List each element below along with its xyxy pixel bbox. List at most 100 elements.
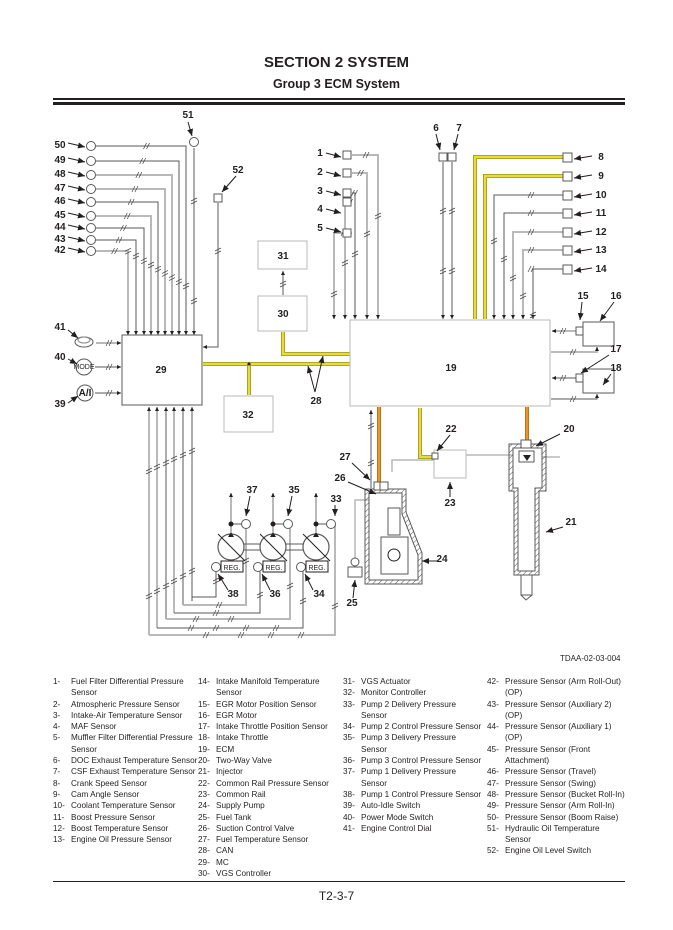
wire-sensor-48: [96, 174, 174, 335]
exhaust-temp-sensor-7-icon: [447, 152, 457, 162]
legend-item: 15-EGR Motor Position Sensor: [198, 699, 343, 710]
legend-item: 46-Pressure Sensor (Travel): [487, 766, 627, 777]
break-mark: [214, 247, 222, 255]
callout-20: 20: [563, 424, 575, 435]
wire-crank-speed: [473, 155, 567, 319]
pump-plunger: [387, 507, 401, 536]
legend-item: 41-Engine Control Dial: [343, 823, 483, 834]
legend-item: 24-Supply Pump: [198, 800, 343, 811]
legend-item: 2-Atmospheric Pressure Sensor: [53, 699, 198, 710]
wire-crank-speed-core: [473, 155, 567, 319]
footer-rule: [53, 881, 625, 882]
legend-item-number: 7-: [53, 767, 61, 777]
legend-item-number: 31-: [343, 677, 355, 686]
callout-arrow: [325, 208, 342, 215]
break-mark: [140, 257, 148, 265]
legend-item-text: Common Rail Pressure Sensor: [216, 778, 329, 788]
break-mark: [212, 624, 220, 632]
legend-item-text: Pump 1 Delivery Pressure Sensor: [361, 767, 457, 788]
callout-arrow: [286, 495, 293, 517]
callout-arrow: [351, 579, 358, 599]
legend-item-number: 48-: [487, 789, 499, 799]
pump-variable-arrow: [302, 533, 331, 562]
callout-arrow: [67, 157, 86, 164]
break-mark: [256, 591, 264, 599]
callout-arrow: [67, 329, 79, 339]
pump-cam-icon: [387, 548, 401, 562]
legend-item-number: 20-: [198, 756, 210, 766]
legend-item: 40-Power Mode Switch: [343, 812, 483, 823]
can-bus-vgs-core: [281, 332, 350, 356]
legend-item-number: 1-: [53, 677, 61, 686]
callout-arrow: [244, 495, 251, 517]
break-mark: [153, 587, 161, 595]
callout-arrow: [580, 354, 610, 374]
legend-item-text: Pump 1 Control Pressure Sensor: [361, 789, 482, 799]
legend-item-number: 51-: [487, 823, 499, 833]
callout-50: 50: [54, 140, 66, 151]
callout-arrow: [67, 395, 79, 404]
callout-10: 10: [595, 190, 607, 201]
legend-item: 50-Pressure Sensor (Boom Raise): [487, 812, 627, 823]
legend-item-number: 47-: [487, 778, 499, 788]
callout-arrow: [535, 433, 561, 447]
callout-arrow: [573, 266, 593, 273]
legend-item-number: 37-: [343, 767, 355, 777]
break-mark: [131, 185, 139, 193]
vgs-actuator-block: [257, 240, 308, 270]
legend-item: 4-MAF Sensor: [53, 721, 198, 732]
callout-arrow: [602, 373, 612, 386]
callout-48: 48: [54, 169, 66, 180]
legend-item-number: 40-: [343, 812, 355, 822]
wire-sensor-50: [96, 145, 188, 335]
callout-15: 15: [577, 291, 589, 302]
sensor-12-icon: [562, 227, 573, 238]
vgs-controller-label: 30: [277, 309, 289, 320]
callout-39: 39: [54, 399, 66, 410]
break-mark: [188, 447, 196, 455]
wire-sensor-2: [352, 172, 369, 319]
callout-arrow: [325, 227, 342, 234]
callout-arrow: [67, 212, 86, 219]
legend-item-number: 49-: [487, 801, 499, 811]
break-mark: [330, 290, 338, 298]
callout-36: 36: [269, 589, 281, 600]
legend-item: 21-Injector: [198, 766, 343, 777]
valve-arrow: [523, 455, 531, 461]
legend-item-number: 15-: [198, 699, 210, 709]
sensor-5-icon: [342, 228, 352, 238]
legend-item-text: Crank Speed Sensor: [71, 778, 148, 788]
callout-arrow: [573, 247, 593, 254]
break-mark: [297, 631, 305, 639]
sensor-9-icon: [562, 171, 573, 182]
legend-item-number: 24-: [198, 801, 210, 811]
legend-item-text: Common Rail: [216, 789, 266, 799]
legend-item-text: DOC Exhaust Temperature Sensor: [71, 756, 198, 766]
legend-item: 42-Pressure Sensor (Arm Roll-Out) (OP): [487, 676, 627, 699]
callout-arrow: [314, 355, 325, 393]
two-way-valve-solenoid-icon: [520, 439, 532, 449]
regulator-label: REG.: [265, 565, 282, 572]
break-mark: [448, 267, 456, 275]
break-mark: [569, 395, 577, 403]
break-mark: [143, 142, 150, 150]
legend-item: 23-Common Rail: [198, 789, 343, 800]
legend-item: 14-Intake Manifold Temperature Sensor: [198, 676, 343, 699]
rail-pressure-sensor-icon: [431, 452, 439, 460]
pressure-sensor-46-icon: [86, 197, 96, 207]
legend-item: 39-Auto-Idle Switch: [343, 800, 483, 811]
legend-item: 35-Pump 3 Delivery Pressure Sensor: [343, 732, 483, 755]
control-pressure-sensor-icon: [296, 562, 306, 572]
break-mark: [115, 236, 123, 244]
pump-outlet-arrow: [270, 532, 276, 537]
legend-item-text: Suction Control Valve: [216, 823, 295, 833]
rail-supply-line: [391, 459, 434, 472]
callout-25: 25: [346, 598, 358, 609]
legend-item-number: 42-: [487, 677, 499, 686]
break-mark: [559, 374, 567, 382]
legend-item-text: CSF Exhaust Temperature Sensor: [71, 767, 196, 777]
legend-column-1: 1-Fuel Filter Differential Pressure Sens…: [53, 676, 198, 845]
legend-item: 5-Muffler Filter Differential Pressure S…: [53, 732, 198, 755]
wire-sensor-45: [96, 215, 153, 335]
